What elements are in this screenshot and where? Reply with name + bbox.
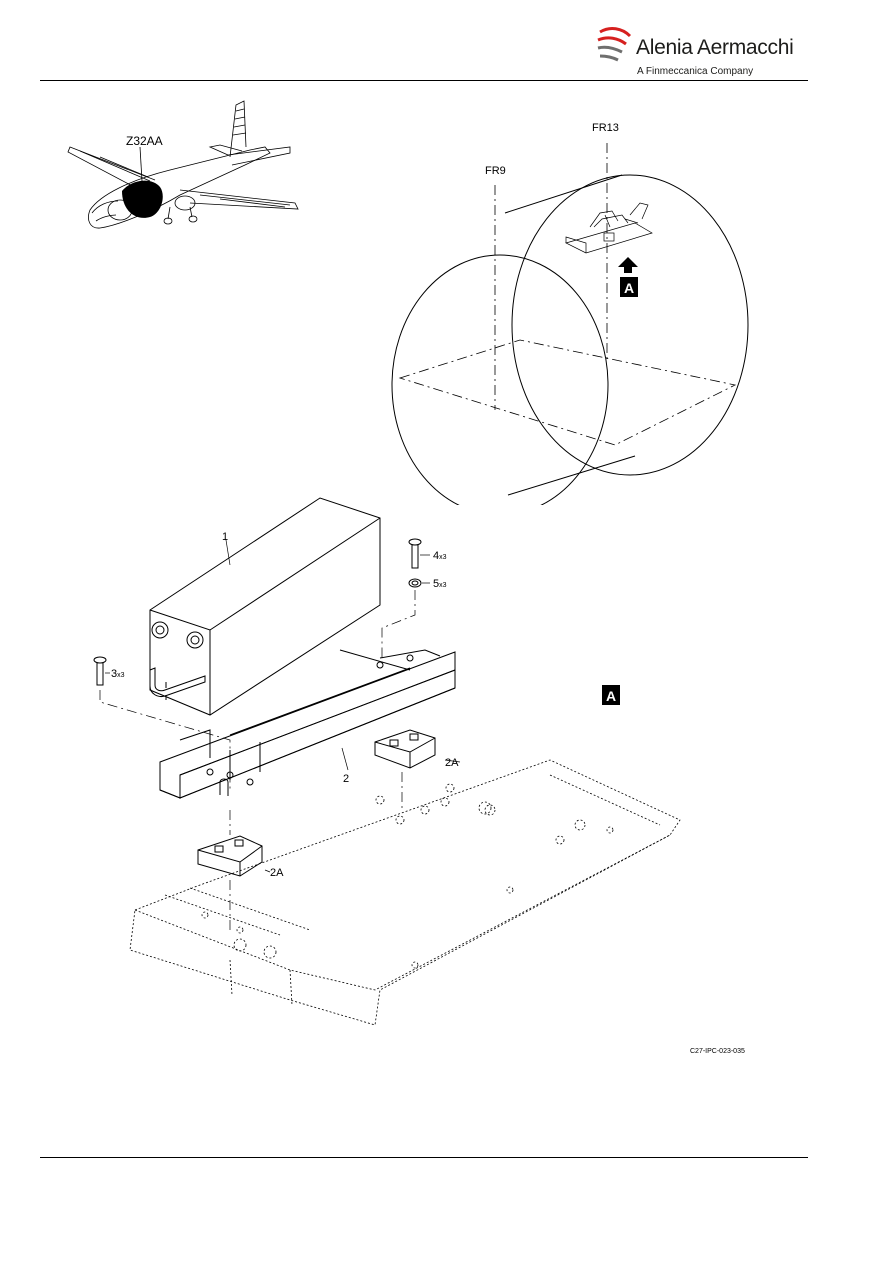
zone-label: Z32AA: [126, 134, 163, 148]
view-arrow-icon: [618, 257, 638, 273]
fuselage-view-marker: A: [624, 280, 634, 296]
frame-label-fr9: FR9: [485, 165, 506, 177]
brand-logo-icon: [597, 27, 632, 62]
callout-item-2a-upper: 2A: [445, 757, 459, 769]
aircraft-locator-drawing: Z32AA: [67, 100, 299, 229]
zone-highlight: [122, 180, 163, 218]
header-rule: [40, 80, 808, 81]
callout-item-2a-lower: 2A: [270, 867, 284, 879]
fuselage-section-drawing: A FR9 FR13: [391, 122, 749, 505]
detail-view-drawing: 1 2 2A 2A 3x3 4x3 5x3 A: [93, 497, 681, 1026]
callout-item-4: 4x3: [433, 550, 447, 562]
drawing-id: C27-IPC-023-035: [690, 1048, 745, 1055]
brand-name: Alenia Aermacchi: [636, 36, 794, 59]
footer-rule: [40, 1157, 808, 1158]
frame-label-fr13: FR13: [592, 122, 619, 134]
detail-view-marker: A: [606, 688, 616, 704]
callout-item-2: 2: [343, 773, 349, 785]
callout-item-1: 1: [222, 531, 228, 543]
callout-item-5: 5x3: [433, 578, 447, 590]
brand-tagline: A Finmeccanica Company: [637, 66, 754, 77]
callout-item-3: 3x3: [111, 668, 125, 680]
